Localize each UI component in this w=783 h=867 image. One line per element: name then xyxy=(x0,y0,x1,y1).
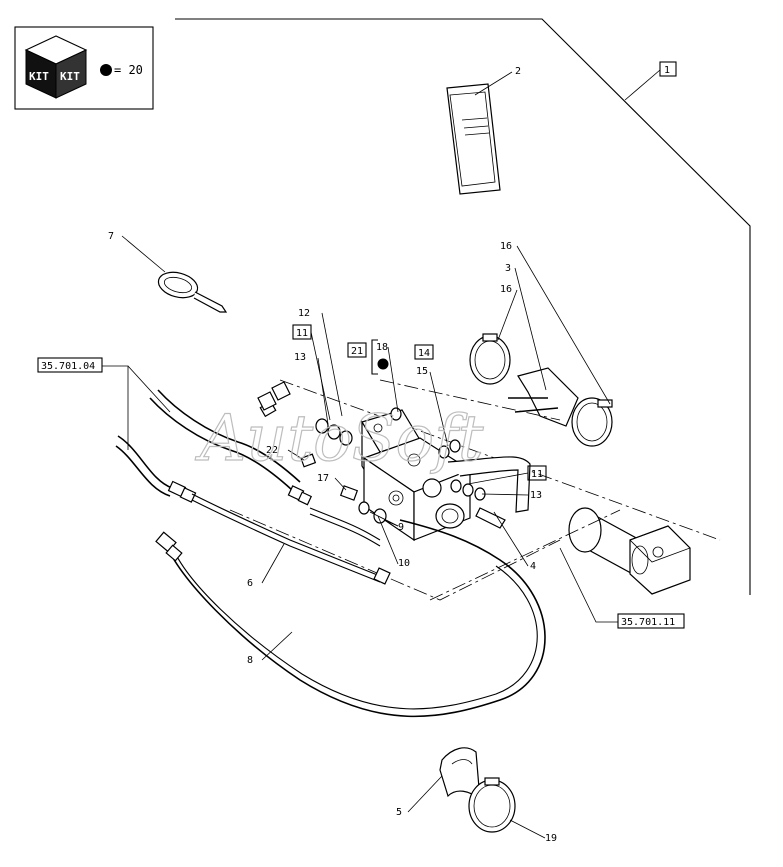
ref-box-1 xyxy=(659,61,677,77)
callout-2: 2 xyxy=(515,66,521,77)
cable-tie-part xyxy=(157,271,228,313)
callout-15: 15 xyxy=(416,366,428,377)
callout-4: 4 xyxy=(530,561,536,572)
fittings-group xyxy=(257,381,506,529)
ref-box-14-text: 14 xyxy=(418,348,430,359)
callout-3: 3 xyxy=(505,263,511,274)
ref-box-1-text: 1 xyxy=(664,65,670,76)
callout-18: 18 xyxy=(376,342,388,353)
hose-clamp-upper-part xyxy=(469,333,511,385)
manual-booklet-part xyxy=(446,83,501,195)
kit-label-left: KIT xyxy=(29,70,49,83)
callout-13-left: 13 xyxy=(294,352,306,363)
callout-19: 19 xyxy=(545,833,557,844)
callout-6: 6 xyxy=(247,578,253,589)
callout-8: 8 xyxy=(247,655,253,666)
kit-dot-icon xyxy=(100,64,112,76)
ref-box-35-701-04-text: 35.701.04 xyxy=(41,361,95,372)
watermark-text: AutoSoft xyxy=(195,402,484,476)
callout-16-top: 16 xyxy=(500,241,512,252)
hydraulic-cylinder-part xyxy=(568,507,691,595)
ref-box-11-left-text: 11 xyxy=(296,328,308,339)
kit-dot-marker xyxy=(377,358,389,370)
kit-equals-text: = 20 xyxy=(114,63,143,77)
ref-box-35-701-11-text: 35.701.11 xyxy=(621,617,675,628)
callout-16-bottom: 16 xyxy=(500,284,512,295)
ref-box-21 xyxy=(347,342,367,358)
mounting-bracket-part xyxy=(508,367,579,427)
hose-clamp-lower-part xyxy=(571,397,613,447)
ref-box-14 xyxy=(414,344,434,360)
callout-7: 7 xyxy=(108,231,114,242)
hose-clamp-bottom-part xyxy=(468,777,516,833)
tube-6-part xyxy=(191,493,391,585)
kit-box-icon: KIT KIT xyxy=(24,35,88,99)
left-hoses-part xyxy=(115,389,313,506)
ref-box-35-701-04 xyxy=(37,357,103,373)
callout-17: 17 xyxy=(317,473,329,484)
callout-10: 10 xyxy=(398,558,410,569)
ref-box-21-text: 21 xyxy=(351,346,363,357)
callout-5: 5 xyxy=(396,807,402,818)
kit-legend: KIT KIT = 20 xyxy=(14,26,154,110)
group-bracket-line xyxy=(175,18,751,595)
callout-9: 9 xyxy=(398,522,404,533)
callout-12: 12 xyxy=(298,308,310,319)
ref-box-11-right-text: 11 xyxy=(531,469,543,480)
callout-13-right: 13 xyxy=(530,490,542,501)
kit-label-right: KIT xyxy=(60,70,80,83)
ref-box-35-701-11 xyxy=(617,613,685,629)
tube-8-part xyxy=(155,519,546,718)
callout-22: 22 xyxy=(266,445,278,456)
